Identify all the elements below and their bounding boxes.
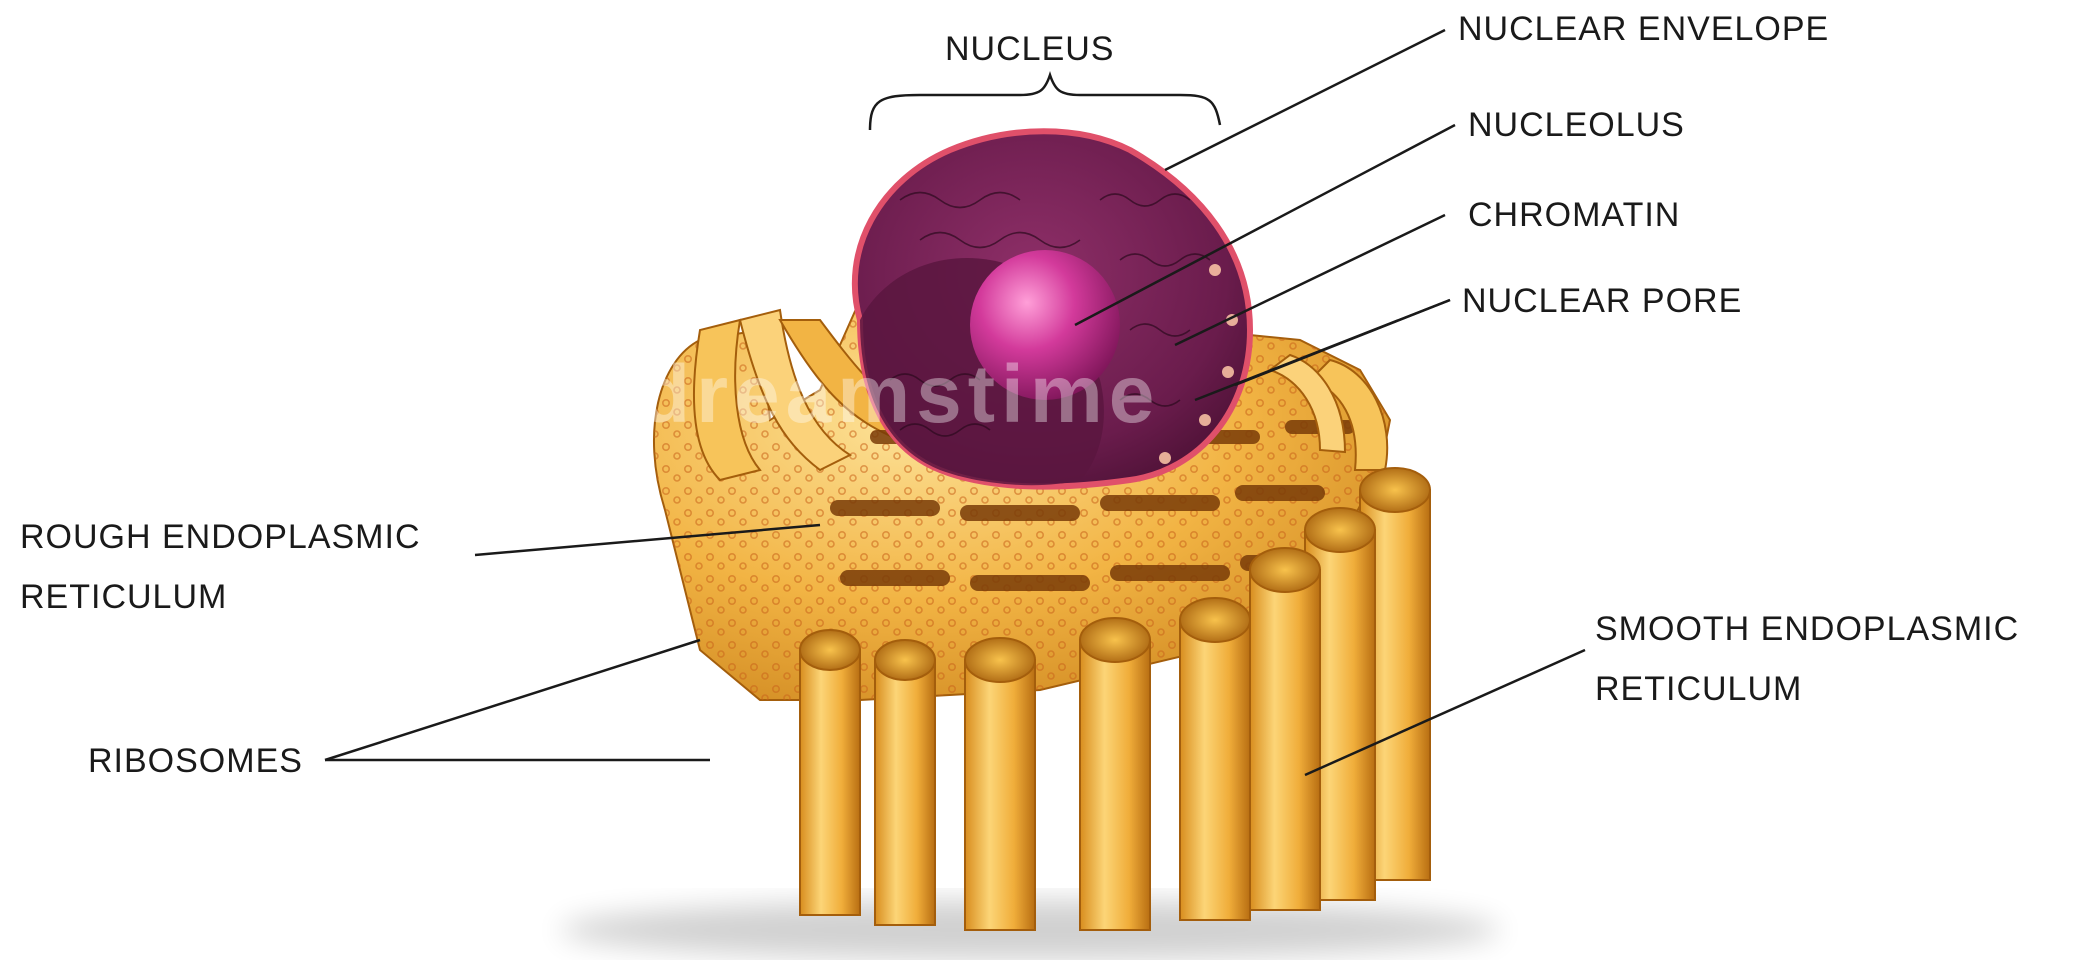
label-smooth-er-line1: SMOOTH ENDOPLASMIC [1595, 610, 2019, 648]
watermark: dreamstime [640, 348, 1160, 442]
label-smooth-er-line2: RETICULUM [1595, 672, 2019, 706]
label-nuclear-envelope: NUCLEAR ENVELOPE [1458, 12, 1829, 46]
label-ribosomes: RIBOSOMES [88, 744, 303, 778]
label-rough-er-line1: ROUGH ENDOPLASMIC [20, 518, 421, 556]
label-chromatin: CHROMATIN [1468, 198, 1680, 232]
label-nucleolus: NUCLEOLUS [1468, 108, 1685, 142]
nucleus-brace [870, 75, 1220, 130]
label-nucleus: NUCLEUS [945, 32, 1114, 66]
leader-ribosomes-a [325, 640, 700, 760]
label-nuclear-pore: NUCLEAR PORE [1462, 284, 1742, 318]
label-rough-er-line2: RETICULUM [20, 580, 421, 614]
label-rough-er: ROUGH ENDOPLASMIC RETICULUM [20, 520, 421, 614]
label-smooth-er: SMOOTH ENDOPLASMIC RETICULUM [1595, 612, 2019, 706]
